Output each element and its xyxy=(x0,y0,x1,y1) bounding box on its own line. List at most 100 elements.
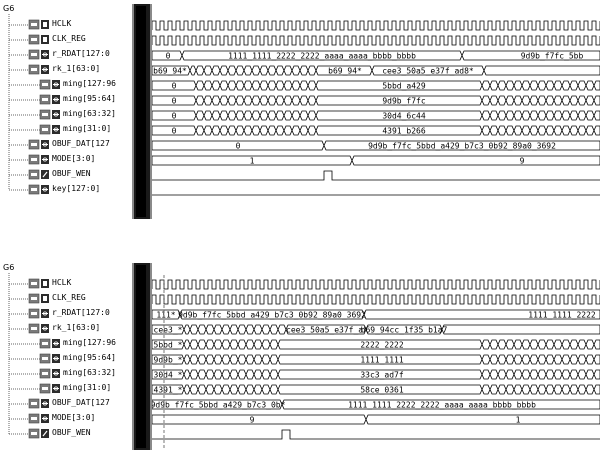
bus-value: 1111_1111 xyxy=(360,356,404,365)
bus-segment xyxy=(195,95,205,106)
bus-segment xyxy=(585,369,595,380)
waveform-area[interactable]: 111*9d9b_f7fc_5bbd_a429_b7c3_0b92_89a0_3… xyxy=(152,263,600,450)
bus-segment xyxy=(481,369,491,380)
bus-segment xyxy=(183,384,191,395)
signal-kind-icon xyxy=(52,369,60,378)
bus-value: 9d9b_f7fc_5bb xyxy=(521,52,584,61)
bus-segment xyxy=(323,140,600,151)
signal-name[interactable]: HCLK xyxy=(52,278,72,287)
bus-value: 9 xyxy=(250,416,255,425)
bus-segment xyxy=(521,369,531,380)
signal-type-icon xyxy=(39,109,51,120)
bus-segment xyxy=(277,324,287,335)
bus-segment xyxy=(497,110,507,121)
signal-name[interactable]: ming[95:64] xyxy=(63,353,116,362)
signal-name[interactable]: ming[31:0] xyxy=(63,124,112,133)
bus-segment xyxy=(537,384,547,395)
signal-name[interactable]: CLK_REG xyxy=(52,293,86,302)
bus-segment xyxy=(505,384,515,395)
bus-segment xyxy=(283,80,293,91)
bus-segment xyxy=(245,369,255,380)
signal-name[interactable]: OBUF_DAT[127 xyxy=(52,139,110,148)
bus-segment xyxy=(545,369,555,380)
bus-segment xyxy=(593,125,600,136)
signal-name[interactable]: r_RDAT[127:0 xyxy=(52,49,110,58)
signal-name[interactable]: CLK_REG xyxy=(52,34,86,43)
bus-segment xyxy=(245,354,255,365)
bus-value: b69_94* xyxy=(153,67,187,76)
bus-segment xyxy=(213,339,223,350)
bus-segment xyxy=(481,339,491,350)
signal-name[interactable]: rk_1[63:0] xyxy=(52,323,101,332)
bus-segment xyxy=(585,354,595,365)
signal-type-icon xyxy=(39,353,51,364)
bus-segment xyxy=(251,125,261,136)
bus-segment xyxy=(243,110,253,121)
bus-value: 9d9b_f7fc_5bbd_a429_b7c3_0b92_89a0_3692 xyxy=(178,311,366,320)
signal-name[interactable]: rk_1[63:0] xyxy=(52,64,101,73)
signal-name[interactable]: ming[63:32] xyxy=(63,368,116,377)
signal-kind-icon xyxy=(41,309,49,318)
bus-segment xyxy=(481,80,491,91)
bus-segment xyxy=(307,80,317,91)
signal-kind-icon xyxy=(41,185,49,194)
signal-name[interactable]: ming[127:96 xyxy=(63,338,116,347)
bus-segment xyxy=(307,95,317,106)
bus-segment xyxy=(269,324,279,335)
signal-name[interactable]: r_RDAT[127:0 xyxy=(52,308,110,317)
bus-segment xyxy=(221,384,231,395)
signal-name[interactable]: OBUF_WEN xyxy=(52,169,91,178)
pane-divider[interactable] xyxy=(132,263,152,450)
bus-segment xyxy=(569,369,579,380)
signal-type-icon xyxy=(39,338,51,349)
signal-name[interactable]: ming[95:64] xyxy=(63,94,116,103)
bus-segment xyxy=(195,80,205,91)
bus-segment xyxy=(513,125,523,136)
signal-kind-icon xyxy=(41,140,49,149)
bus-segment xyxy=(351,155,600,166)
signal-name[interactable]: ming[63:32] xyxy=(63,109,116,118)
bus-segment xyxy=(275,125,285,136)
bus-value: 33c3_ad7f xyxy=(360,371,404,380)
pane-divider[interactable] xyxy=(132,4,152,219)
bus-value: 0 xyxy=(172,127,177,136)
bus-segment xyxy=(211,65,221,76)
bus-segment xyxy=(237,324,247,335)
bus-segment xyxy=(261,339,271,350)
bus-segment xyxy=(259,95,269,106)
signal-name[interactable]: MODE[3:0] xyxy=(52,154,96,163)
signal-kind-icon xyxy=(41,294,49,303)
bus-segment xyxy=(561,369,571,380)
signal-type-icon xyxy=(39,79,51,90)
bus-segment xyxy=(569,125,579,136)
signal-type-icon xyxy=(28,428,40,439)
bus-segment xyxy=(577,369,587,380)
signal-name[interactable]: key[127:0] xyxy=(52,184,101,193)
signal-name[interactable]: OBUF_WEN xyxy=(52,428,91,437)
bus-segment xyxy=(219,80,229,91)
bus-segment xyxy=(197,369,207,380)
bus-segment xyxy=(243,125,253,136)
signal-name[interactable]: OBUF_DAT[127 xyxy=(52,398,110,407)
bus-segment xyxy=(505,354,515,365)
signal-name[interactable]: MODE[3:0] xyxy=(52,413,96,422)
signal-name[interactable]: ming[127:96 xyxy=(63,79,116,88)
bus-segment xyxy=(281,399,600,410)
bus-segment xyxy=(205,339,215,350)
bus-segment xyxy=(441,324,600,335)
bus-segment xyxy=(189,339,199,350)
bus-segment xyxy=(205,369,215,380)
signal-kind-icon xyxy=(41,65,49,74)
signal-name[interactable]: ming[31:0] xyxy=(63,383,112,392)
signal-type-icon xyxy=(28,398,40,409)
bus-segment xyxy=(299,80,309,91)
bus-segment xyxy=(489,125,499,136)
bus-value: 1111_1111_2222 xyxy=(528,311,596,320)
signal-kind-icon xyxy=(41,279,49,288)
bus-value: 1111_1111_2222_2222_aaaa_aaaa_bbbb_bbbb xyxy=(348,401,536,410)
bus-segment xyxy=(275,80,285,91)
bus-segment xyxy=(299,65,309,76)
signal-name[interactable]: HCLK xyxy=(52,19,72,28)
bus-segment xyxy=(489,384,499,395)
